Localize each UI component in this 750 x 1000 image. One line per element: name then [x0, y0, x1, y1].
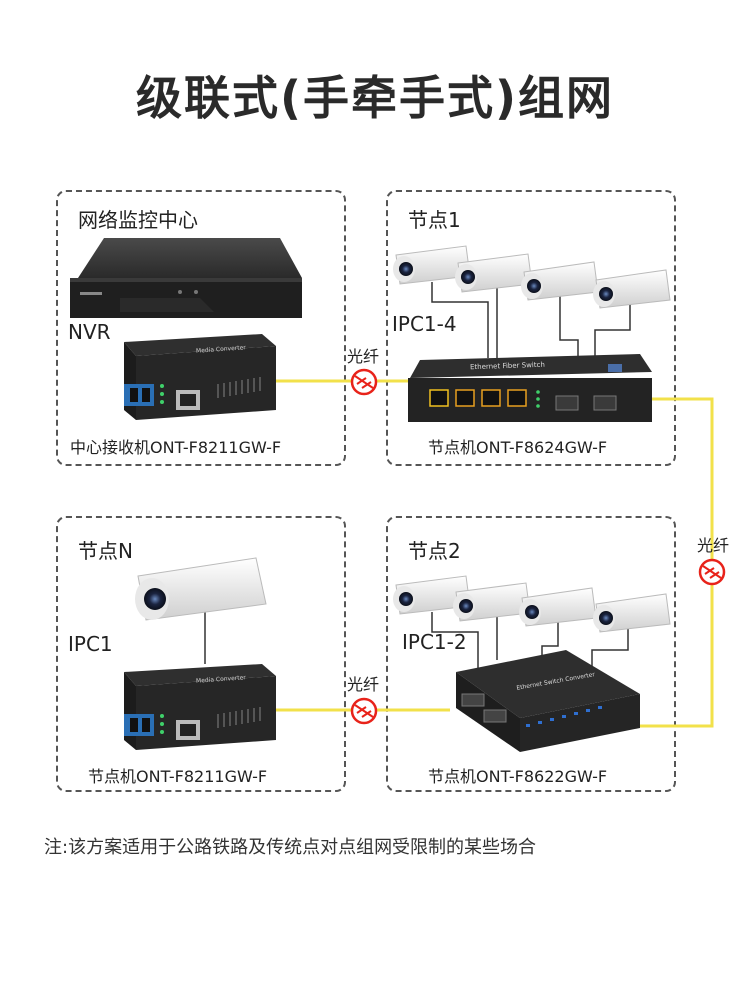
panel-node-n — [56, 516, 346, 792]
ip-camera — [393, 245, 471, 285]
fiber-icon — [698, 558, 726, 586]
ipc-label: IPC1-4 — [392, 312, 457, 336]
ipc-label: IPC1 — [68, 632, 113, 656]
panel-heading: 节点1 — [408, 208, 461, 232]
nvr-device — [70, 238, 302, 318]
fiber-label: 光纤 — [347, 675, 380, 694]
ip-camera — [393, 575, 471, 615]
fiber-label: 光纤 — [697, 536, 730, 555]
ip-camera-large — [135, 557, 267, 621]
fiber-switch-node-1 — [408, 354, 652, 422]
ip-camera — [593, 593, 671, 633]
ip-camera — [453, 582, 531, 622]
device-caption: 节点机ONT-F8622GW-F — [428, 767, 608, 786]
fiber-icon — [350, 368, 378, 396]
panel-node-1 — [386, 190, 676, 466]
fiber-label: 光纤 — [347, 347, 380, 366]
ip-camera — [455, 253, 533, 293]
panel-monitoring-center — [56, 190, 346, 466]
nvr-label: NVR — [68, 320, 111, 344]
device-caption: 节点机ONT-F8211GW-F — [88, 767, 268, 786]
panel-heading: 节点2 — [408, 539, 461, 563]
fiber-icon — [350, 697, 378, 725]
media-converter-node-n — [124, 664, 276, 750]
ip-camera — [593, 269, 671, 309]
panel-node-2 — [386, 516, 676, 792]
panel-heading: 节点N — [78, 539, 133, 563]
media-converter-center — [124, 334, 276, 420]
ipc-label: IPC1-2 — [402, 630, 467, 654]
ip-camera — [519, 587, 597, 627]
page-title: 级联式(手牵手式)组网 — [135, 71, 615, 125]
switch-converter-node-2 — [456, 650, 640, 752]
footnote: 注:该方案适用于公路铁路及传统点对点组网受限制的某些场合 — [44, 837, 537, 858]
panel-heading: 网络监控中心 — [78, 208, 198, 232]
ip-camera — [521, 261, 599, 301]
device-caption: 中心接收机ONT-F8211GW-F — [70, 438, 282, 457]
device-caption: 节点机ONT-F8624GW-F — [428, 438, 608, 457]
camera-cables — [204, 282, 631, 668]
